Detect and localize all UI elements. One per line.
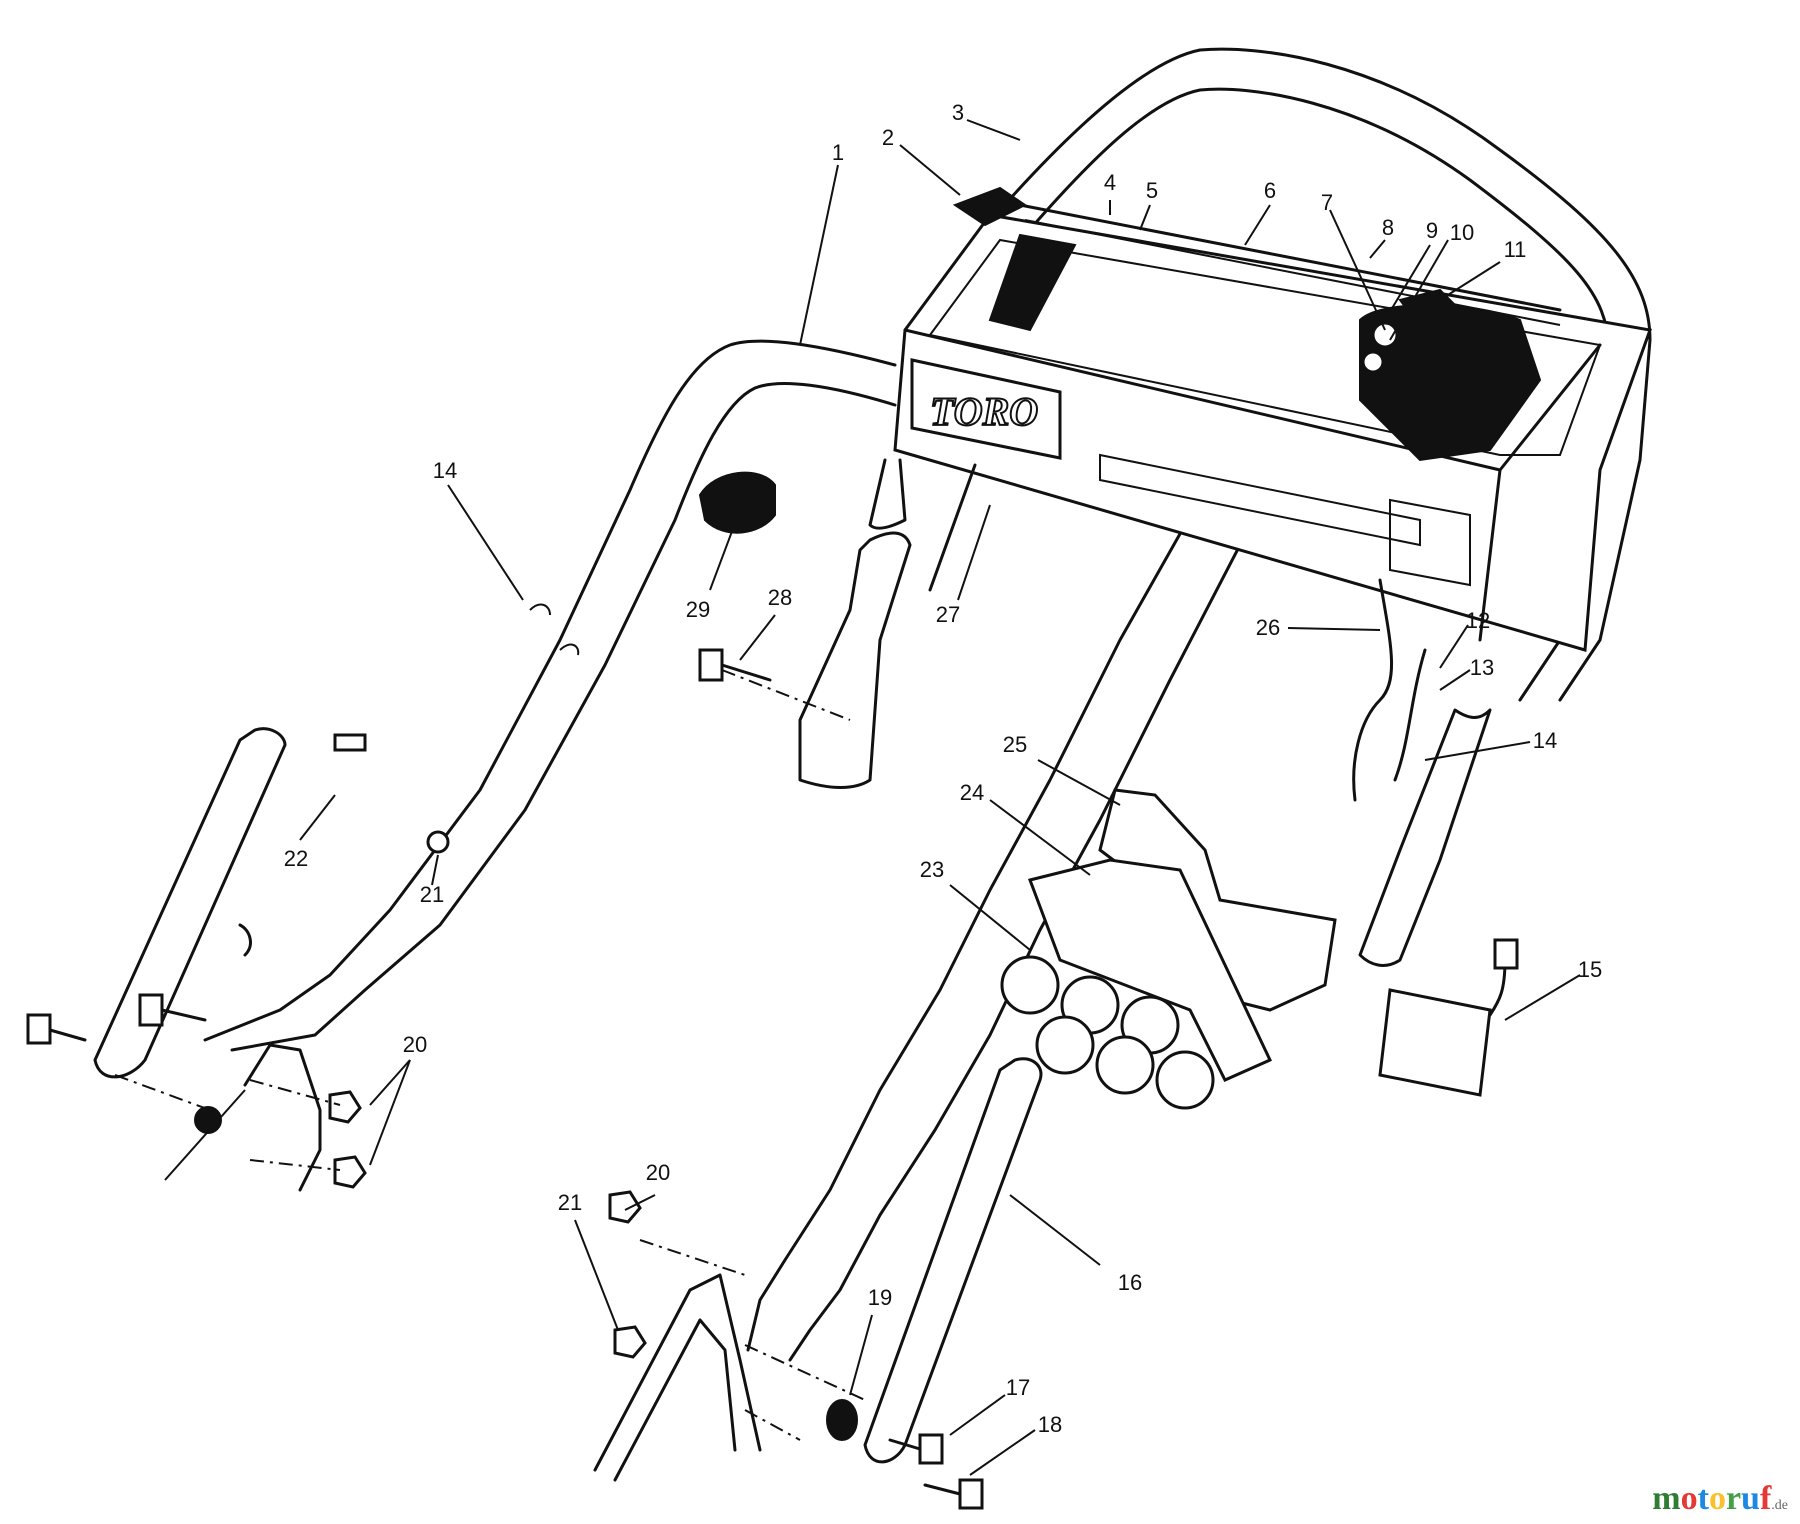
callout-14-right: 14 <box>1533 728 1557 753</box>
callout-1: 1 <box>832 140 844 165</box>
brand-logo-text: TORO <box>930 389 1038 434</box>
callout-10: 10 <box>1450 220 1474 245</box>
callout-19: 19 <box>868 1285 892 1310</box>
callout-2: 2 <box>882 125 894 150</box>
callout-20: 20 <box>403 1032 427 1057</box>
callout-6: 6 <box>1264 178 1276 203</box>
callout-12: 12 <box>1466 608 1490 633</box>
callout-leaders <box>299 119 1581 1476</box>
watermark-letter: t <box>1697 1480 1709 1517</box>
bolts-and-nuts <box>26 463 984 1510</box>
callout-28: 28 <box>768 585 792 610</box>
callout-8: 8 <box>1382 215 1394 240</box>
watermark-letter: r <box>1725 1480 1742 1517</box>
callout-23: 23 <box>920 857 944 882</box>
callout-15: 15 <box>1578 957 1602 982</box>
assembly-lines <box>114 669 866 1441</box>
plug-housing <box>1378 938 1519 1097</box>
callout-26: 26 <box>1256 615 1280 640</box>
callout-13: 13 <box>1470 655 1494 680</box>
watermark-letter: u <box>1741 1480 1760 1517</box>
callout-22: 22 <box>284 846 308 871</box>
callout-4: 4 <box>1104 170 1116 195</box>
callout-27: 27 <box>936 602 960 627</box>
callout-11: 11 <box>1504 237 1527 262</box>
handle-tube-section <box>798 458 912 789</box>
upper-handle <box>998 47 1652 702</box>
callout-7: 7 <box>1321 190 1333 215</box>
lower-handle <box>203 339 1242 1362</box>
callout-5: 5 <box>1146 178 1158 203</box>
callout-25: 25 <box>1003 732 1027 757</box>
callout-21: 21 <box>420 882 444 907</box>
watermark-letter: m <box>1652 1480 1681 1517</box>
right-handle-tube <box>1352 578 1492 967</box>
callout-14: 14 <box>433 458 457 483</box>
callout-numbers: 1 2 3 4 5 6 7 8 9 10 11 12 13 14 14 15 1… <box>284 100 1602 1437</box>
callout-9: 9 <box>1426 218 1438 243</box>
callout-20-lower: 20 <box>646 1160 670 1185</box>
callout-21-lower: 21 <box>558 1190 582 1215</box>
cartridge-housing <box>1000 788 1337 1110</box>
watermark-letter: o <box>1708 1480 1726 1517</box>
callout-16: 16 <box>1118 1270 1142 1295</box>
control-panel-box <box>893 186 1653 652</box>
cartridge-cells <box>1000 955 1215 1110</box>
watermark-suffix: .de <box>1771 1498 1788 1513</box>
deck-fragment-left <box>164 1043 322 1192</box>
callout-29: 29 <box>686 597 710 622</box>
watermark-letter: f <box>1759 1480 1772 1517</box>
left-brace <box>93 727 287 1079</box>
callout-18: 18 <box>1038 1412 1062 1437</box>
callout-17: 17 <box>1006 1375 1030 1400</box>
callout-3: 3 <box>952 100 964 125</box>
watermark-logo: motoruf.de <box>1652 1480 1788 1518</box>
deck-fragment-bottom <box>593 1273 762 1482</box>
callout-24: 24 <box>960 780 984 805</box>
watermark-text: motoruf <box>1652 1480 1771 1517</box>
watermark-letter: o <box>1680 1480 1698 1517</box>
right-brace <box>863 1057 1043 1464</box>
